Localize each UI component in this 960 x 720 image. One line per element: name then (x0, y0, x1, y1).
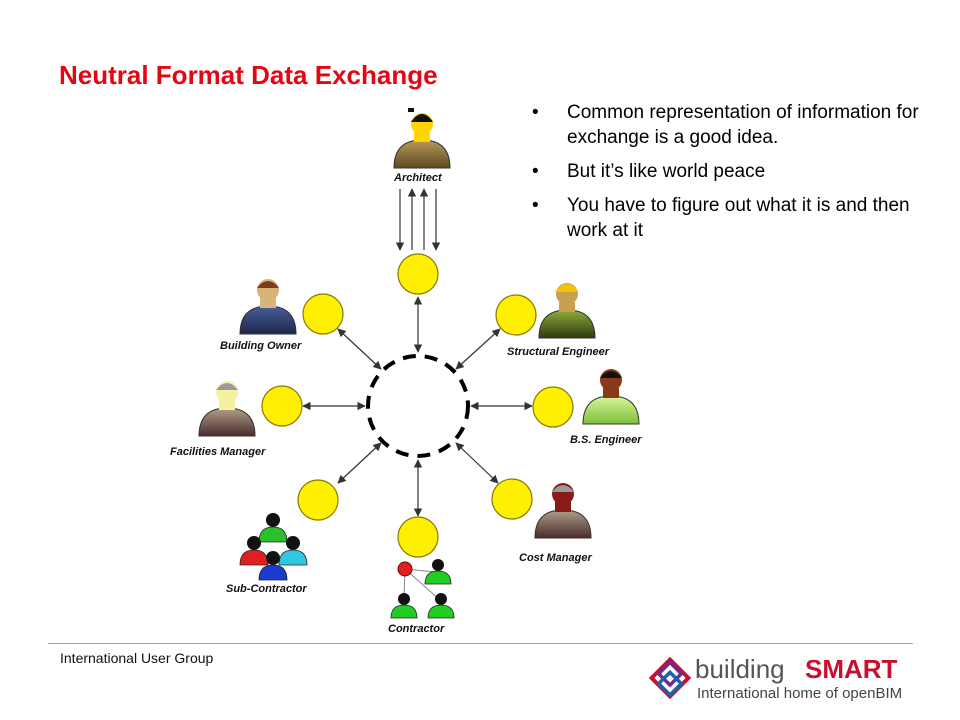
bullet-item: But it’s like world peace (530, 159, 952, 184)
node-bs-engineer (532, 386, 574, 428)
arrow-cost-manager (455, 442, 499, 484)
logo-tagline: International home of openBIM (697, 685, 902, 702)
role-label-architect: Architect (393, 172, 443, 184)
arrow-sub-contractor (337, 442, 382, 484)
bullet-item: Common representation of information for… (530, 100, 952, 150)
buildingsmart-logo: building SMART International home of ope… (648, 654, 902, 702)
role-label-facilities-manager: Facilities Manager (170, 446, 266, 458)
role-label-cost-manager: Cost Manager (519, 552, 592, 564)
sub-contractor-group-icon (239, 513, 308, 581)
node-structural-engineer (495, 294, 537, 336)
person-cost-manager-icon (534, 483, 592, 539)
person-building-owner-icon (239, 279, 297, 335)
logo-brand-bold: SMART (805, 654, 898, 684)
bullet-item: You have to figure out what it is and th… (530, 193, 952, 243)
slide-title: Neutral Format Data Exchange (59, 60, 438, 90)
footer-divider (48, 643, 913, 644)
node-building-owner (302, 293, 344, 335)
role-label-bs-engineer: B.S. Engineer (570, 434, 642, 446)
bullet-list: Common representation of information for… (530, 100, 952, 252)
role-label-sub-contractor: Sub-Contractor (226, 583, 307, 595)
arrow-structural-engineer (455, 328, 501, 370)
node-cost-manager (491, 478, 533, 520)
buildingsmart-emblem-icon (648, 656, 692, 700)
node-contractor (397, 516, 439, 558)
node-facilities-manager (261, 385, 303, 427)
footer-text: International User Group (60, 650, 214, 666)
role-label-structural-engineer: Structural Engineer (507, 346, 610, 358)
arrow-building-owner (337, 328, 382, 370)
node-sub-contractor (297, 479, 339, 521)
contractor-org-icon (390, 559, 455, 619)
spoke-arrows (302, 188, 533, 517)
person-architect-icon (393, 108, 451, 169)
person-bs-engineer-icon (582, 369, 640, 425)
person-structural-engineer-icon (538, 283, 596, 339)
neutral-format-hub (366, 354, 470, 458)
role-label-building-owner: Building Owner (220, 340, 302, 352)
role-label-contractor: Contractor (388, 623, 445, 635)
logo-brand-light: building (695, 654, 785, 684)
node-architect (397, 253, 439, 295)
data-nodes (261, 253, 574, 558)
person-facilities-manager-icon (198, 381, 256, 437)
